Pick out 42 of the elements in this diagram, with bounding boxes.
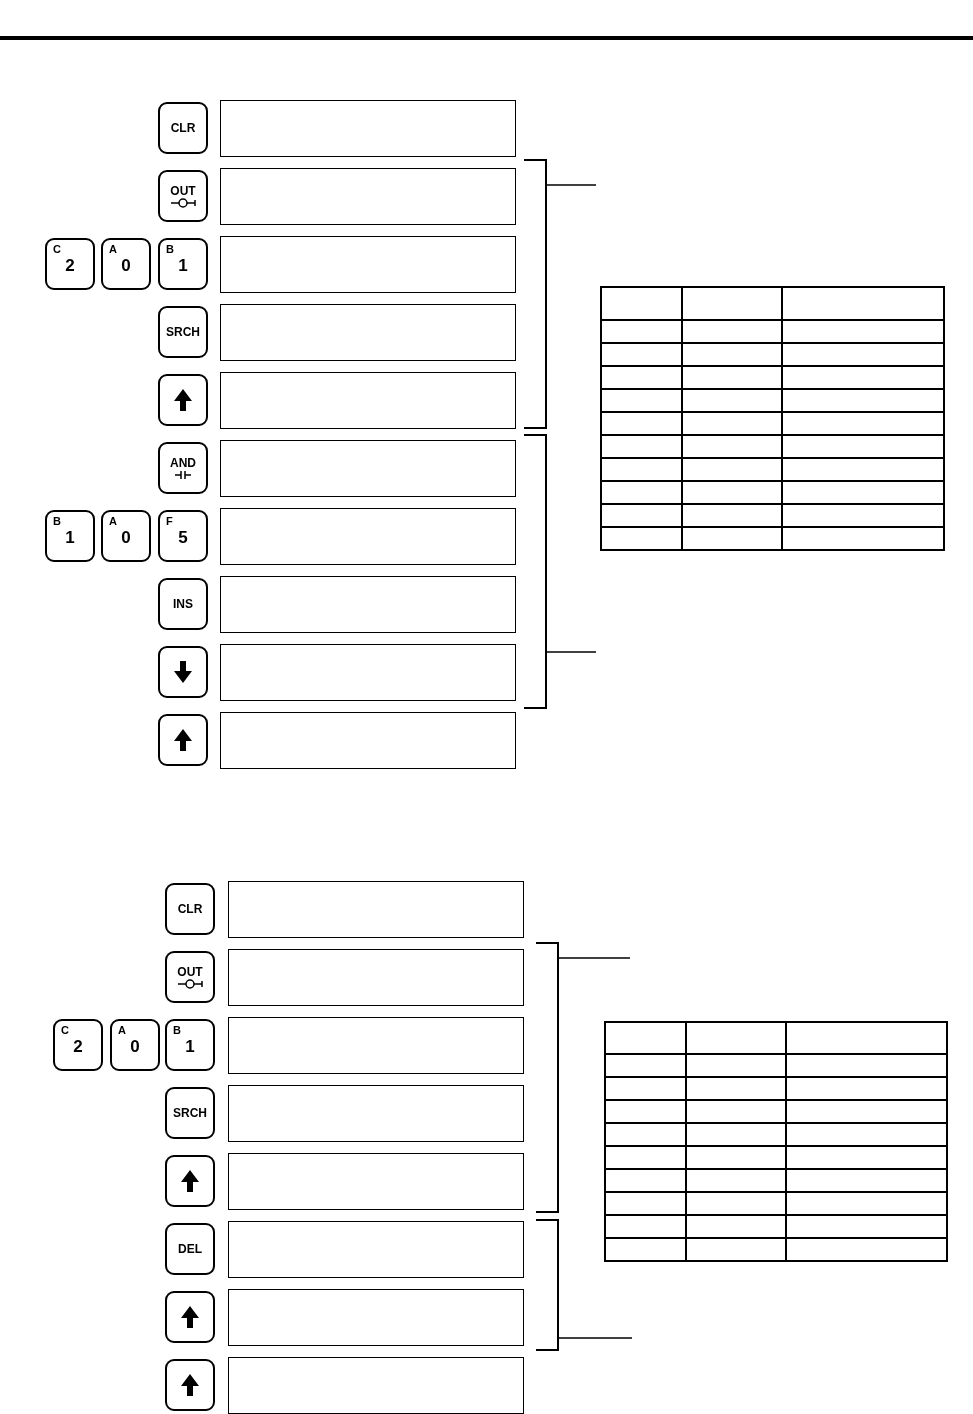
keypad-key: DEL xyxy=(165,1223,215,1275)
display-box xyxy=(220,508,516,565)
display-box xyxy=(220,372,516,429)
display-box xyxy=(228,949,524,1006)
keypad-key xyxy=(165,1155,215,1207)
keypad-key: B 1 xyxy=(165,1019,215,1071)
display-box xyxy=(220,100,516,157)
display-box xyxy=(228,1085,524,1142)
display-box xyxy=(228,1221,524,1278)
keypad-key: F 5 xyxy=(158,510,208,562)
display-box xyxy=(220,576,516,633)
keypad-key: CLR xyxy=(165,883,215,935)
keypad-key: C 2 xyxy=(53,1019,103,1071)
keypad-key: AND xyxy=(158,442,208,494)
display-box xyxy=(220,644,516,701)
display-box xyxy=(220,440,516,497)
display-box xyxy=(220,304,516,361)
keypad-key xyxy=(158,374,208,426)
display-box xyxy=(220,712,516,769)
display-box xyxy=(220,168,516,225)
keypad-key: OUT xyxy=(165,951,215,1003)
display-box xyxy=(228,881,524,938)
display-box xyxy=(228,1289,524,1346)
display-box xyxy=(220,236,516,293)
keypad-key: C 2 xyxy=(45,238,95,290)
display-box xyxy=(228,1017,524,1074)
keypad-key: INS xyxy=(158,578,208,630)
keypad-key: A 0 xyxy=(101,238,151,290)
keypad-key: B 1 xyxy=(45,510,95,562)
keypad-key: OUT xyxy=(158,170,208,222)
keypad-key: A 0 xyxy=(110,1019,160,1071)
keypad-key: SRCH xyxy=(158,306,208,358)
display-box xyxy=(228,1153,524,1210)
display-box xyxy=(228,1357,524,1414)
keypad-key xyxy=(165,1291,215,1343)
keypad-key xyxy=(158,646,208,698)
keypad-key: A 0 xyxy=(101,510,151,562)
keypad-key xyxy=(165,1359,215,1411)
keypad-key: B 1 xyxy=(158,238,208,290)
keypad-key: CLR xyxy=(158,102,208,154)
keypad-key xyxy=(158,714,208,766)
keypad-key: SRCH xyxy=(165,1087,215,1139)
